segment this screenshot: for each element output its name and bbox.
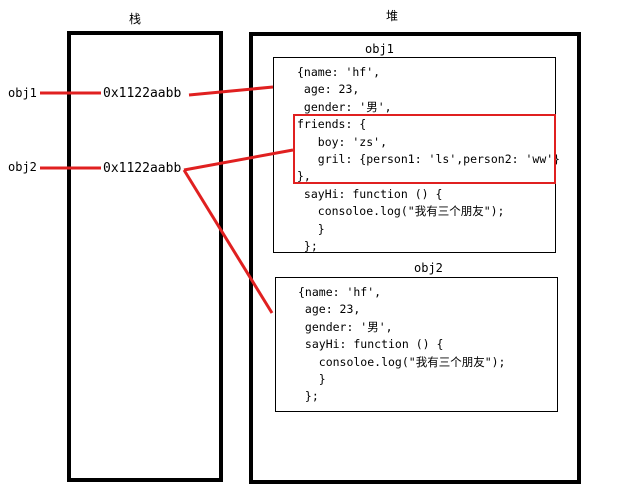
stack1-to-heap-obj1-line	[188, 85, 274, 97]
heap-obj1-card	[273, 57, 556, 253]
stack-address-2: 0x1122aabb	[103, 161, 182, 176]
stack-address-1: 0x1122aabb	[103, 86, 182, 101]
heap-panel	[249, 32, 581, 484]
stack-header: 栈	[129, 12, 142, 26]
heap-obj2-code: {name: 'hf', age: 23, gender: '男', sayHi…	[298, 285, 506, 404]
stack-panel	[67, 31, 223, 482]
var-obj1-label: obj1	[8, 86, 37, 100]
friends-highlight-box	[293, 114, 556, 184]
heap-obj2-card	[275, 277, 558, 412]
heap-obj1-code: {name: 'hf', age: 23, gender: '男', frien…	[297, 65, 561, 254]
heap-header: 堆	[386, 9, 399, 23]
stack2-to-friends-line	[183, 148, 294, 172]
var-obj2-label: obj2	[8, 160, 37, 174]
heap-obj2-title: obj2	[414, 261, 443, 275]
stack2-to-heap-obj2-line	[182, 169, 274, 314]
heap-obj1-title: obj1	[365, 42, 394, 56]
